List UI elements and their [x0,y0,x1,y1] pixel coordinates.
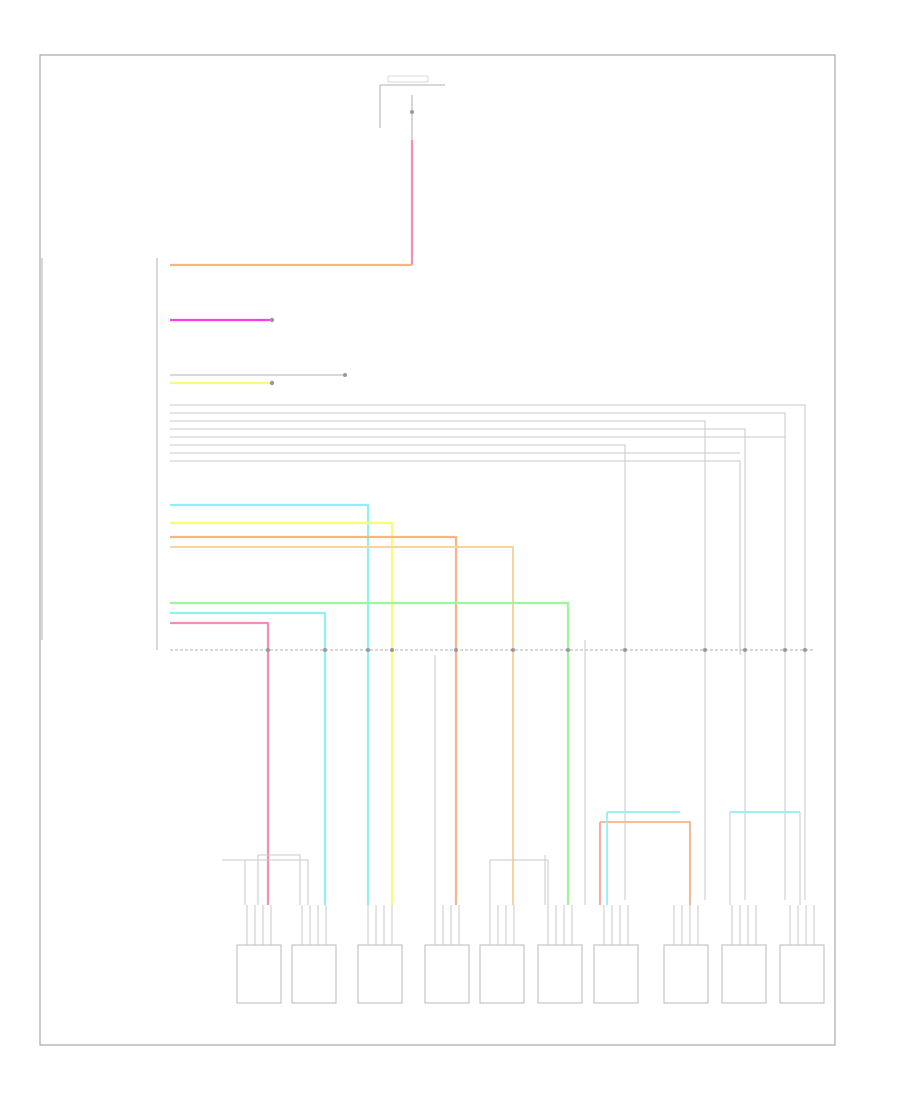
sensor-return-lines [170,404,806,655]
yellow-sensor-wire [170,521,394,905]
sensor-connector-9 [721,944,767,1004]
splice-dot [269,317,275,323]
sensor-connector-7 [593,944,639,1004]
peach-sensor-wire [170,546,514,905]
green-sensor-wire [170,601,570,905]
sensor-connector-3 [357,944,403,1004]
power-source-block [379,75,484,265]
gray-bus-wire [170,373,347,377]
sensor-connector-10 [779,944,825,1004]
yellow-short-wire [170,380,275,386]
sensor-connector-1 [236,944,282,1004]
sensor-connector-6 [537,944,583,1004]
magenta-wire [170,317,275,323]
orange-sensor-wire [170,535,458,905]
sensor-connectors [236,905,825,1004]
cyan-sensor-wire [170,503,370,905]
sensor-connector-8 [663,944,709,1004]
pink-sensor-wire [170,621,270,905]
bridge-lines [222,811,801,905]
gray-drop-lines [244,640,806,905]
sensor-connector-5 [479,944,525,1004]
fuse-icon [410,95,414,140]
sensor-connector-2 [291,944,337,1004]
diagram-frame [39,54,836,1046]
cyan-sensor-wire-2 [170,611,327,905]
splice-dots [266,648,807,652]
sensor-connector-4 [424,944,470,1004]
